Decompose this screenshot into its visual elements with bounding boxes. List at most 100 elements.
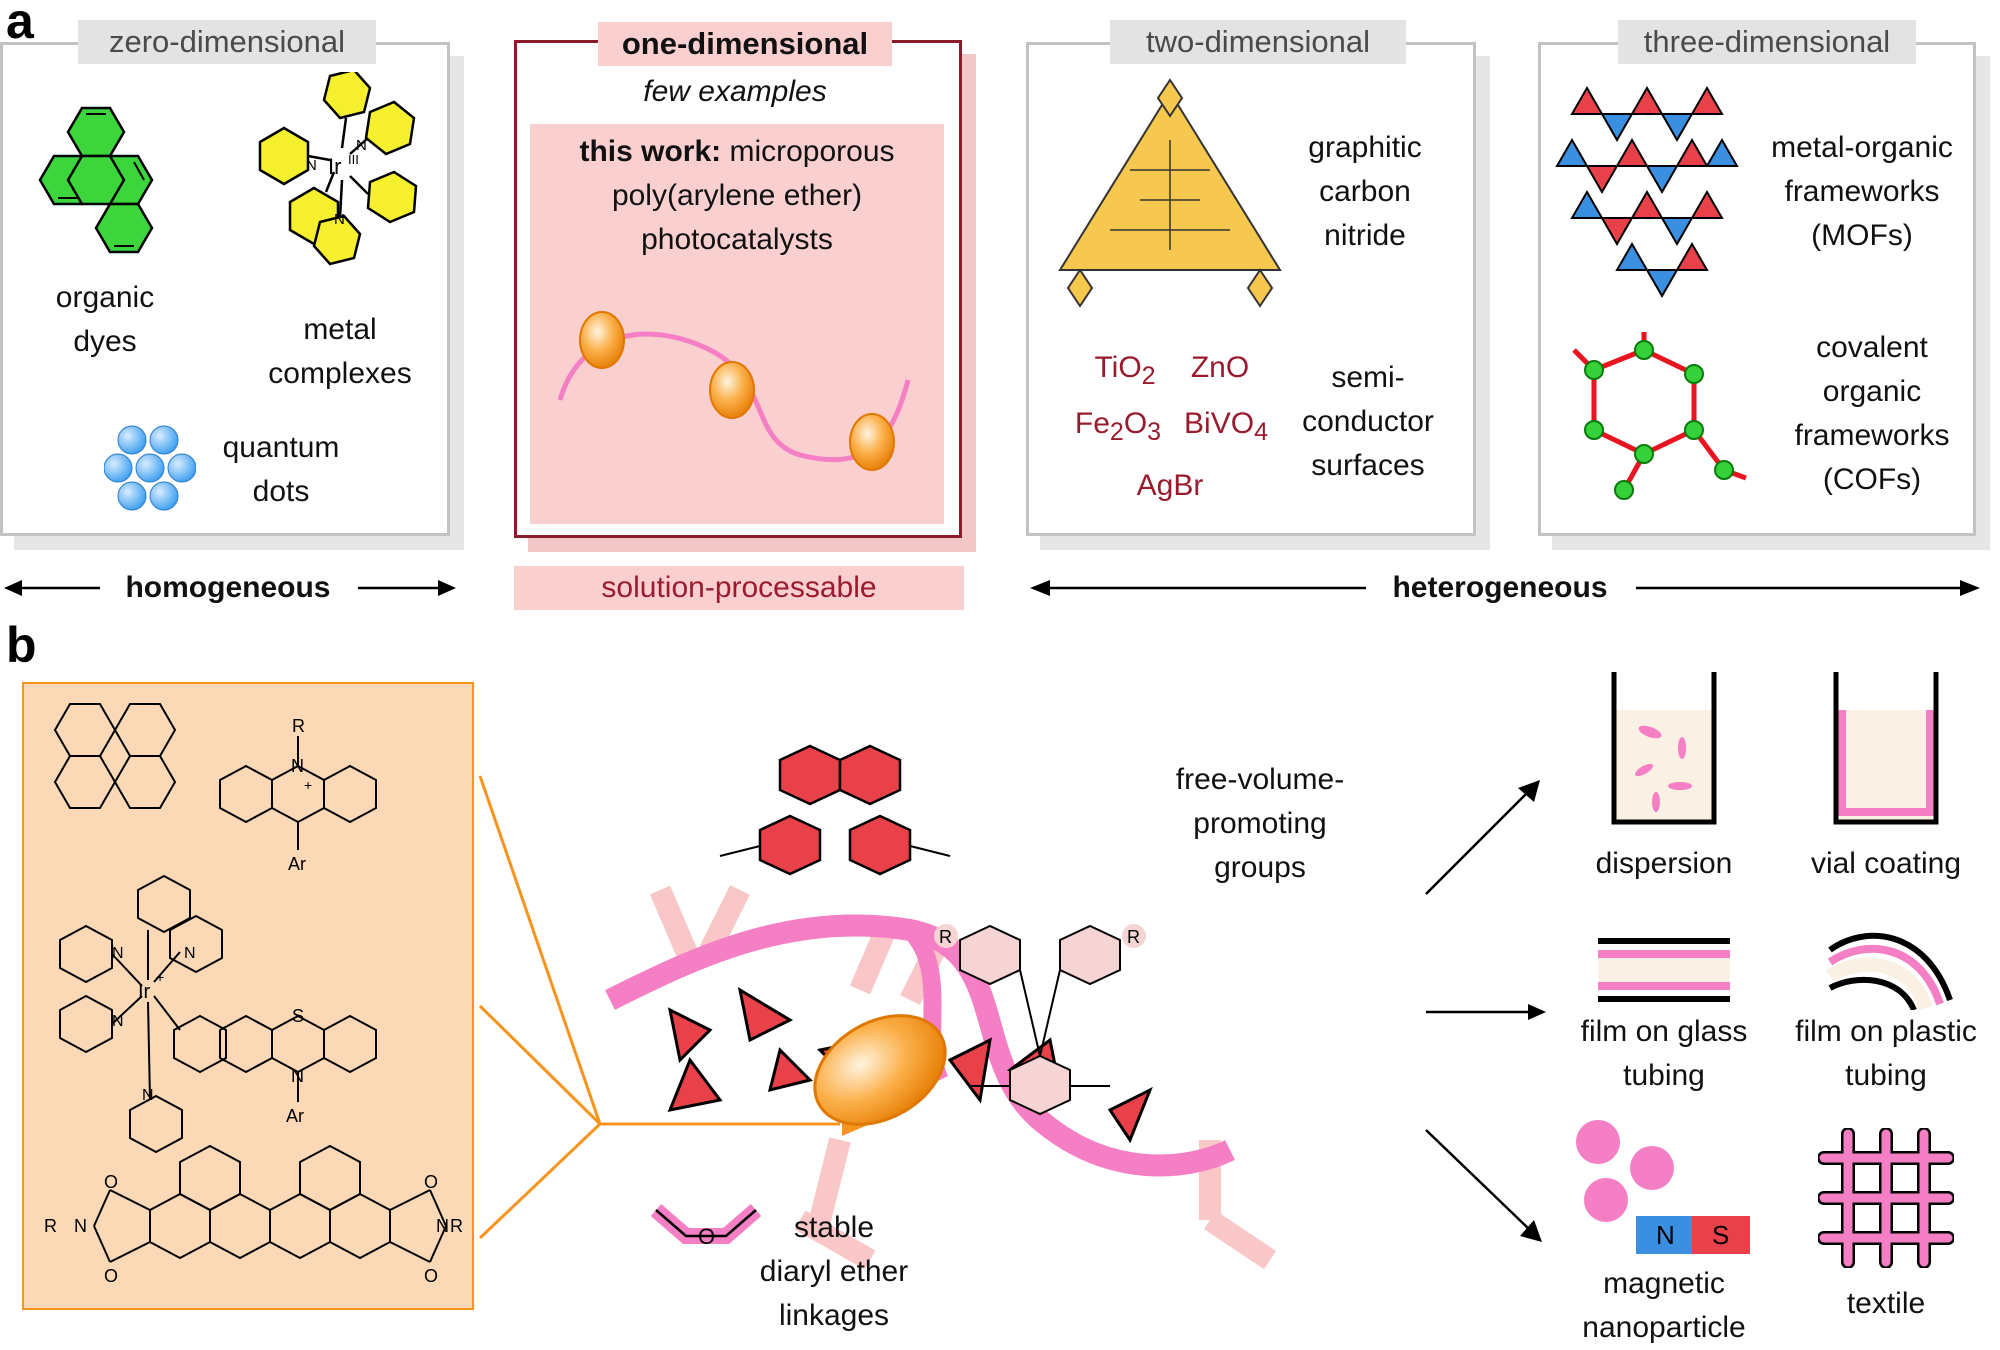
bivo4-base: BiVO [1184,407,1255,440]
tio2-label: TiO2 [1070,346,1180,398]
cofs-line-4: (COFs) [1822,463,1922,496]
film-glass-line-1: film on glass [1580,1015,1748,1048]
ether-label: stable diaryl ether linkages [754,1206,914,1338]
mof-lattice-illustration [1555,85,1739,299]
fe2o3-sub-2: 3 [1147,418,1162,446]
quantum-dots-line-1: quantum [222,431,340,464]
ether-line-1: stable [793,1211,875,1244]
mofs-line-2: frameworks [1784,175,1940,208]
metal-complexes-line-1: metal [303,313,377,346]
fe2o3-part-a: Fe [1074,407,1110,440]
metal-complexes-line-2: complexes [268,357,412,390]
ir-complex-n-label-3: N [184,945,196,962]
this-work-line-1: this work: microporous [530,130,944,174]
photocatalyst-structures: R N + Ar S N Ar Ir + N N N N R N N R O O… [44,703,463,1286]
heterogeneous-label: heterogeneous [1392,571,1608,604]
metal-complexes-label: metal complexes [255,308,425,396]
this-work-rest: microporous [721,135,895,168]
solution-processable-label: solution-processable [601,571,877,604]
organic-dyes-line-1: organic [55,281,155,314]
pdi-n-left-label: N [74,1216,87,1236]
homogeneous-label: homogeneous [125,571,331,604]
carbon-nitride-line-3: nitride [1324,219,1406,252]
semiconductor-line-1: semi- [1331,361,1405,394]
quantum-dots-icon [104,425,196,511]
free-volume-line-1: free-volume- [1175,763,1345,796]
iridium-complex-structure: Ir III N N N [258,72,418,266]
textile-icon [1818,1128,1954,1268]
ir-complex-n-label-1: N [112,945,124,962]
magnetic-line-1: magnetic [1603,1267,1725,1300]
n-atom-label-1: N [306,157,317,174]
pdi-o-label-3: O [424,1172,438,1192]
acridinium-r-label: R [292,716,305,736]
textile-label: textile [1846,1287,1926,1320]
this-work-text: this work: microporous poly(arylene ethe… [530,130,944,262]
dispersion-label: dispersion [1595,847,1733,880]
fe2o3-sub-1: 2 [1109,418,1124,446]
film-glass-line-2: tubing [1623,1059,1705,1092]
mofs-label: metal-organic frameworks (MOFs) [1764,126,1960,258]
tio2-base: TiO [1094,351,1142,384]
panel-b-letter: b [6,617,37,673]
vial-coating-icon [1833,672,1939,825]
magnet-s-label: S [1712,1220,1729,1250]
film-plastic-line-2: tubing [1845,1059,1927,1092]
pdi-r-left-label: R [44,1216,57,1236]
ether-linkage-icon: O [650,1203,762,1249]
panel-a-letter: a [6,0,34,49]
cof-network-illustration [1572,332,1747,500]
quantum-dots-label: quantum dots [206,426,356,514]
mofs-line-3: (MOFs) [1811,219,1913,252]
application-arrows [1425,780,1546,1242]
free-volume-line-3: groups [1214,851,1306,884]
ir-complex-n-label-2: N [112,1013,124,1030]
this-work-line-3: photocatalysts [641,223,833,256]
heterogeneous-arrow [1030,580,1980,596]
film-plastic-tubing-icon [1826,932,1953,1010]
mofs-line-1: metal-organic [1771,131,1953,164]
carbon-nitride-line-2: carbon [1319,175,1411,208]
triptycene-r-right-label: R [1127,927,1140,947]
ether-line-2: diaryl ether [759,1255,909,1288]
polymer-backbone-illustration: R R [605,744,1277,1270]
ir-oxidation-label: III [348,152,359,167]
magnet-n-label: N [1656,1220,1675,1250]
magnetic-label: magnetic nanoparticle [1554,1262,1774,1350]
ir-complex-n-label-4: N [142,1087,154,1104]
tio2-sub: 2 [1141,362,1156,390]
polymer-chain-illustration [557,311,911,471]
bivo4-sub: 4 [1254,418,1268,446]
film-plastic-line-1: film on plastic [1795,1015,1977,1048]
pdi-r-right-label: R [450,1216,463,1236]
bivo4-label: BiVO4 [1166,402,1286,454]
one-dimensional-tag: one-dimensional [598,22,892,66]
organic-dye-structure [38,106,154,254]
zero-dimensional-tag: zero-dimensional [78,20,376,64]
acridinium-n-label: N [291,756,304,776]
ir-complex-plus-label: + [156,969,164,985]
cofs-label: covalent organic frameworks (COFs) [1774,326,1970,502]
homogeneous-arrow [4,580,456,596]
semiconductor-line-3: surfaces [1311,449,1425,482]
zno-label: ZnO [1190,351,1250,384]
phenothiazine-s-label: S [292,1006,304,1026]
vial-coating-label: vial coating [1810,847,1962,880]
acridinium-ar-label: Ar [288,854,306,874]
this-work-line-2: poly(arylene ether) [611,179,863,212]
n-atom-label-2: N [356,137,367,154]
film-plastic-label: film on plastic tubing [1776,1010,1996,1098]
phenothiazine-n-label: N [291,1066,304,1086]
cofs-line-1: covalent [1816,331,1928,364]
carbon-nitride-line-1: graphitic [1308,131,1422,164]
free-volume-label: free-volume- promoting groups [1144,758,1376,890]
ether-line-3: linkages [778,1299,890,1332]
two-dimensional-tag: two-dimensional [1110,20,1406,64]
semiconductor-label: semi- conductor surfaces [1290,356,1446,488]
agbr-label: AgBr [1136,469,1204,502]
pdi-o-label-2: O [104,1266,118,1286]
free-volume-line-2: promoting [1193,807,1327,840]
pdi-o-label-4: O [424,1266,438,1286]
cofs-line-3: frameworks [1794,419,1950,452]
triptycene-r-left-label: R [939,927,952,947]
